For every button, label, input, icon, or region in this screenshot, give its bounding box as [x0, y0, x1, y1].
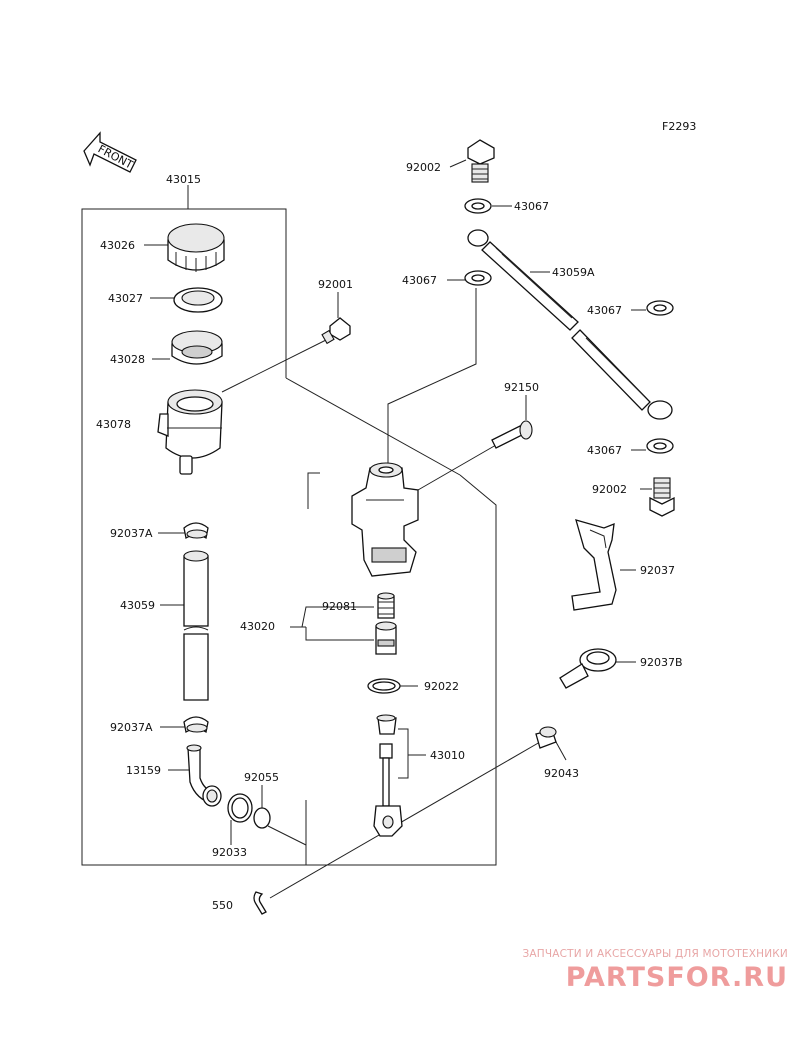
hose-clamp-bottom-part — [183, 716, 209, 734]
master-cylinder-box — [285, 377, 497, 866]
label-92081: 92081 — [322, 600, 357, 613]
spring-part — [377, 592, 395, 619]
banjo-bolt-bottom-part — [649, 477, 675, 517]
figure-code: F2293 — [662, 120, 696, 133]
label-43067-b: 43067 — [402, 274, 437, 287]
circlip-part — [227, 793, 253, 823]
pin-92043-part — [535, 726, 557, 749]
washer-43067-d-part — [646, 438, 674, 454]
watermark: ЗАПЧАСТИ И АКСЕССУАРЫ ДЛЯ МОТОТЕХНИКИ PA… — [488, 948, 788, 993]
elbow-fitting-part — [186, 744, 222, 807]
push-rod-part — [373, 714, 403, 837]
label-92037: 92037 — [640, 564, 675, 577]
label-43059: 43059 — [120, 599, 155, 612]
label-92055: 92055 — [244, 771, 279, 784]
watermark-brand: PARTSFOR.RU — [565, 962, 788, 993]
label-92033: 92033 — [212, 846, 247, 859]
diaphragm-part — [171, 330, 223, 365]
label-43059a: 43059A — [552, 266, 595, 279]
hose-clamp-top-part — [183, 522, 209, 540]
label-43026: 43026 — [100, 239, 135, 252]
washer-43067-c-part — [646, 300, 674, 316]
reservoir-body-part — [157, 389, 223, 475]
leader-lines-center — [269, 288, 567, 899]
piston-part — [375, 621, 397, 655]
master-cylinder-body-part — [351, 462, 419, 577]
reservoir-plate-part — [173, 287, 223, 313]
label-43015: 43015 — [166, 173, 201, 186]
reservoir-assembly-box — [81, 185, 306, 866]
label-92150: 92150 — [504, 381, 539, 394]
label-92022: 92022 — [424, 680, 459, 693]
label-92002-bottom: 92002 — [592, 483, 627, 496]
label-92037a-top: 92037A — [110, 527, 153, 540]
label-43067-d: 43067 — [587, 444, 622, 457]
reservoir-cap-part — [167, 223, 225, 272]
reservoir-hose-part — [183, 550, 209, 701]
brake-hose-part — [467, 229, 673, 420]
label-43067-c: 43067 — [587, 304, 622, 317]
label-43078: 43078 — [96, 418, 131, 431]
label-13159: 13159 — [126, 764, 161, 777]
washer-43067-a-part — [464, 198, 492, 214]
label-43028: 43028 — [110, 353, 145, 366]
label-92037a-bottom: 92037A — [110, 721, 153, 734]
banjo-bolt-top-part — [467, 139, 495, 183]
label-92001: 92001 — [318, 278, 353, 291]
washer-43067-b-part — [464, 270, 492, 286]
label-550: 550 — [212, 899, 233, 912]
leader-lines-right — [447, 159, 652, 663]
label-43027: 43027 — [108, 292, 143, 305]
label-92043: 92043 — [544, 767, 579, 780]
label-43067-a: 43067 — [514, 200, 549, 213]
o-ring-part — [253, 807, 271, 829]
hose-bracket-part — [571, 519, 617, 611]
cotter-pin-part — [253, 891, 267, 915]
label-43010: 43010 — [430, 749, 465, 762]
label-92002-top: 92002 — [406, 161, 441, 174]
watermark-subtitle: ЗАПЧАСТИ И АКСЕССУАРЫ ДЛЯ МОТОТЕХНИКИ — [522, 948, 788, 960]
screw-92001-part — [321, 317, 351, 345]
label-92037b: 92037B — [640, 656, 683, 669]
clamp-92037b-part — [559, 648, 617, 689]
front-arrow-label: FRONT — [96, 142, 136, 171]
front-arrow-icon: FRONT — [83, 131, 137, 173]
leader-lines-left — [144, 244, 339, 846]
part-labels: 43015 43026 43027 43028 43078 92037A 430… — [96, 161, 683, 912]
circlip-92022-part — [367, 678, 401, 694]
bolt-92150-part — [491, 420, 533, 449]
label-43020: 43020 — [240, 620, 275, 633]
